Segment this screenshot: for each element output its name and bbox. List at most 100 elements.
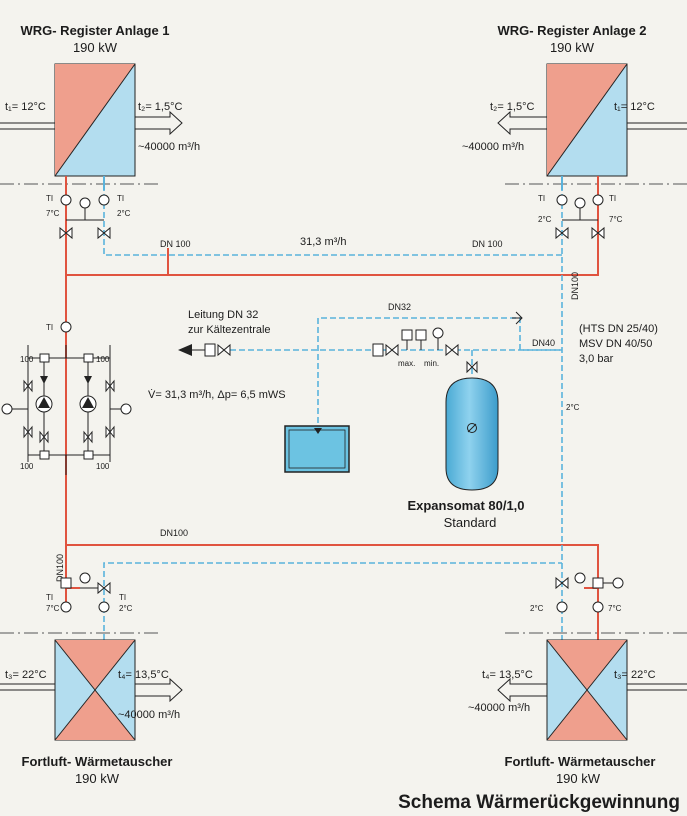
pressure-label: 3,0 bar bbox=[579, 353, 614, 365]
supply-upper-crossover bbox=[66, 242, 599, 276]
thermometer-icon bbox=[60, 194, 72, 206]
valve-icon bbox=[105, 379, 115, 393]
pressure-switch-max-icon bbox=[401, 329, 413, 341]
register-2-flow: ~40000 m³/h bbox=[462, 141, 524, 153]
valve-size-label: 100 bbox=[96, 462, 110, 471]
exchanger-2-group: t₄= 13,5°C t₃= 22°C ~40000 m³/h Fortluft… bbox=[468, 639, 687, 786]
ti-label: TI bbox=[117, 194, 124, 203]
expansion-vessel bbox=[445, 377, 499, 491]
diagram-title: Schema Wärmerückgewinnung bbox=[398, 792, 680, 813]
temp-label-2: 2°C bbox=[117, 209, 131, 218]
pressure-gauge-icon bbox=[574, 572, 586, 584]
thermometer-icon bbox=[98, 194, 110, 206]
pressure-gauge-icon bbox=[432, 327, 444, 339]
register-2-power: 190 kW bbox=[550, 40, 595, 55]
register-1-group: WRG- Register Anlage 1 190 kW t₁= 12°C t… bbox=[0, 23, 200, 177]
exchanger-1-title: Fortluft- Wärmetauscher bbox=[22, 754, 173, 769]
supply-pipes-red bbox=[65, 182, 599, 605]
filter-icon bbox=[372, 343, 384, 357]
exchanger-2-air-arrow bbox=[497, 677, 687, 703]
valve-icon bbox=[97, 581, 111, 595]
pressure-gauge-icon bbox=[79, 197, 91, 209]
pressure-gauge-icon bbox=[120, 403, 132, 415]
temp-label-7: 7°C bbox=[608, 604, 622, 613]
pipe-network bbox=[27, 182, 599, 640]
buffer-tank bbox=[284, 425, 350, 473]
temp-label-7: 7°C bbox=[46, 604, 60, 613]
gauge-icon bbox=[467, 423, 477, 433]
exchanger-2-t3: t₃= 22°C bbox=[614, 669, 656, 681]
register-2-title: WRG- Register Anlage 2 bbox=[497, 23, 646, 38]
register-2-air-arrow bbox=[497, 110, 687, 136]
pump-arrow-icon bbox=[38, 397, 50, 408]
temp-label-2: 2°C bbox=[538, 215, 552, 224]
ti-label: TI bbox=[46, 323, 53, 332]
check-valve-icon bbox=[39, 353, 50, 363]
pump-flow-label: V̇= 31,3 m³/h, Δp= 6,5 mWS bbox=[148, 388, 286, 401]
valve-size-label: 100 bbox=[20, 462, 34, 471]
valve-icon bbox=[97, 226, 111, 240]
exchanger-2-power: 190 kW bbox=[556, 771, 601, 786]
hts-label: (HTS DN 25/40) bbox=[579, 323, 658, 335]
exchanger-1-instruments: TI 7°C TI 2°C bbox=[46, 572, 133, 613]
pipe-size-label-vertical: DN100 bbox=[570, 272, 580, 300]
check-valve-icon bbox=[40, 376, 48, 384]
pipe-size-label: DN 100 bbox=[160, 239, 191, 249]
register-1-power: 190 kW bbox=[73, 40, 118, 55]
register-2-diagonal bbox=[546, 63, 628, 177]
register-1-instruments: TI 7°C TI 2°C bbox=[46, 194, 131, 240]
thermometer-icon bbox=[556, 601, 568, 613]
pipe-size-label: DN 100 bbox=[472, 239, 503, 249]
temp-label-2: 2°C bbox=[566, 403, 580, 412]
fill-fittings: max. min. bbox=[372, 327, 478, 374]
exchanger-1-flow: ~40000 m³/h bbox=[118, 709, 180, 721]
ti-label: TI bbox=[46, 194, 53, 203]
pressure-switch-min-icon bbox=[415, 329, 427, 341]
register-2-group: WRG- Register Anlage 2 190 kW t₂= 1,5°C … bbox=[462, 23, 687, 177]
pressure-gauge-icon bbox=[79, 572, 91, 584]
exchanger-1-t4: t₄= 13,5°C bbox=[118, 669, 169, 681]
valve-icon bbox=[385, 343, 399, 357]
line-dn32-label: Leitung DN 32 bbox=[188, 309, 258, 321]
exchanger-2-t4: t₄= 13,5°C bbox=[482, 669, 533, 681]
wall-lines bbox=[0, 183, 687, 634]
thermometer-icon bbox=[98, 601, 110, 613]
register-1-flow: ~40000 m³/h bbox=[138, 141, 200, 153]
exchanger-2-title: Fortluft- Wärmetauscher bbox=[505, 754, 656, 769]
filter-icon bbox=[204, 343, 216, 357]
valve-icon bbox=[83, 430, 93, 444]
valve-icon bbox=[555, 226, 569, 240]
pipe-size-label: DN32 bbox=[388, 302, 411, 312]
exchanger-2-flow: ~40000 m³/h bbox=[468, 702, 530, 714]
temp-label-2: 2°C bbox=[119, 604, 133, 613]
valve-icon bbox=[445, 343, 459, 357]
valve-size-label: 100 bbox=[20, 355, 34, 364]
valve-icon bbox=[59, 226, 73, 240]
pressure-gauge-icon bbox=[612, 577, 624, 589]
supply-lower-crossover bbox=[66, 544, 599, 600]
exchanger-1-t3: t₃= 22°C bbox=[5, 669, 47, 681]
temp-label-7: 7°C bbox=[46, 209, 60, 218]
valve-icon bbox=[23, 379, 33, 393]
pump-arrow-icon bbox=[82, 397, 94, 408]
register-2-t1: t₁= 12°C bbox=[614, 101, 655, 113]
register-1-title: WRG- Register Anlage 1 bbox=[20, 23, 169, 38]
exchanger-1-power: 190 kW bbox=[75, 771, 120, 786]
ti-label: TI bbox=[609, 194, 616, 203]
pressure-gauge-icon bbox=[1, 403, 13, 415]
thermometer-icon bbox=[556, 194, 568, 206]
msv-label: MSV DN 40/50 bbox=[579, 338, 652, 350]
register-1-t2: t₂= 1,5°C bbox=[138, 101, 182, 113]
exchanger-1-air-arrow bbox=[0, 677, 183, 703]
register-1-air-arrow bbox=[0, 110, 183, 136]
check-valve-icon bbox=[84, 376, 92, 384]
check-valve-icon bbox=[39, 450, 50, 460]
register-1-t1: t₁= 12°C bbox=[5, 101, 46, 113]
pipe-size-label-vertical: DN100 bbox=[55, 554, 65, 582]
valve-icon bbox=[23, 425, 33, 439]
temp-label-2: 2°C bbox=[530, 604, 544, 613]
max-label: max. bbox=[398, 359, 415, 368]
check-valve-icon bbox=[83, 353, 94, 363]
pipe-size-label: DN100 bbox=[160, 528, 188, 538]
